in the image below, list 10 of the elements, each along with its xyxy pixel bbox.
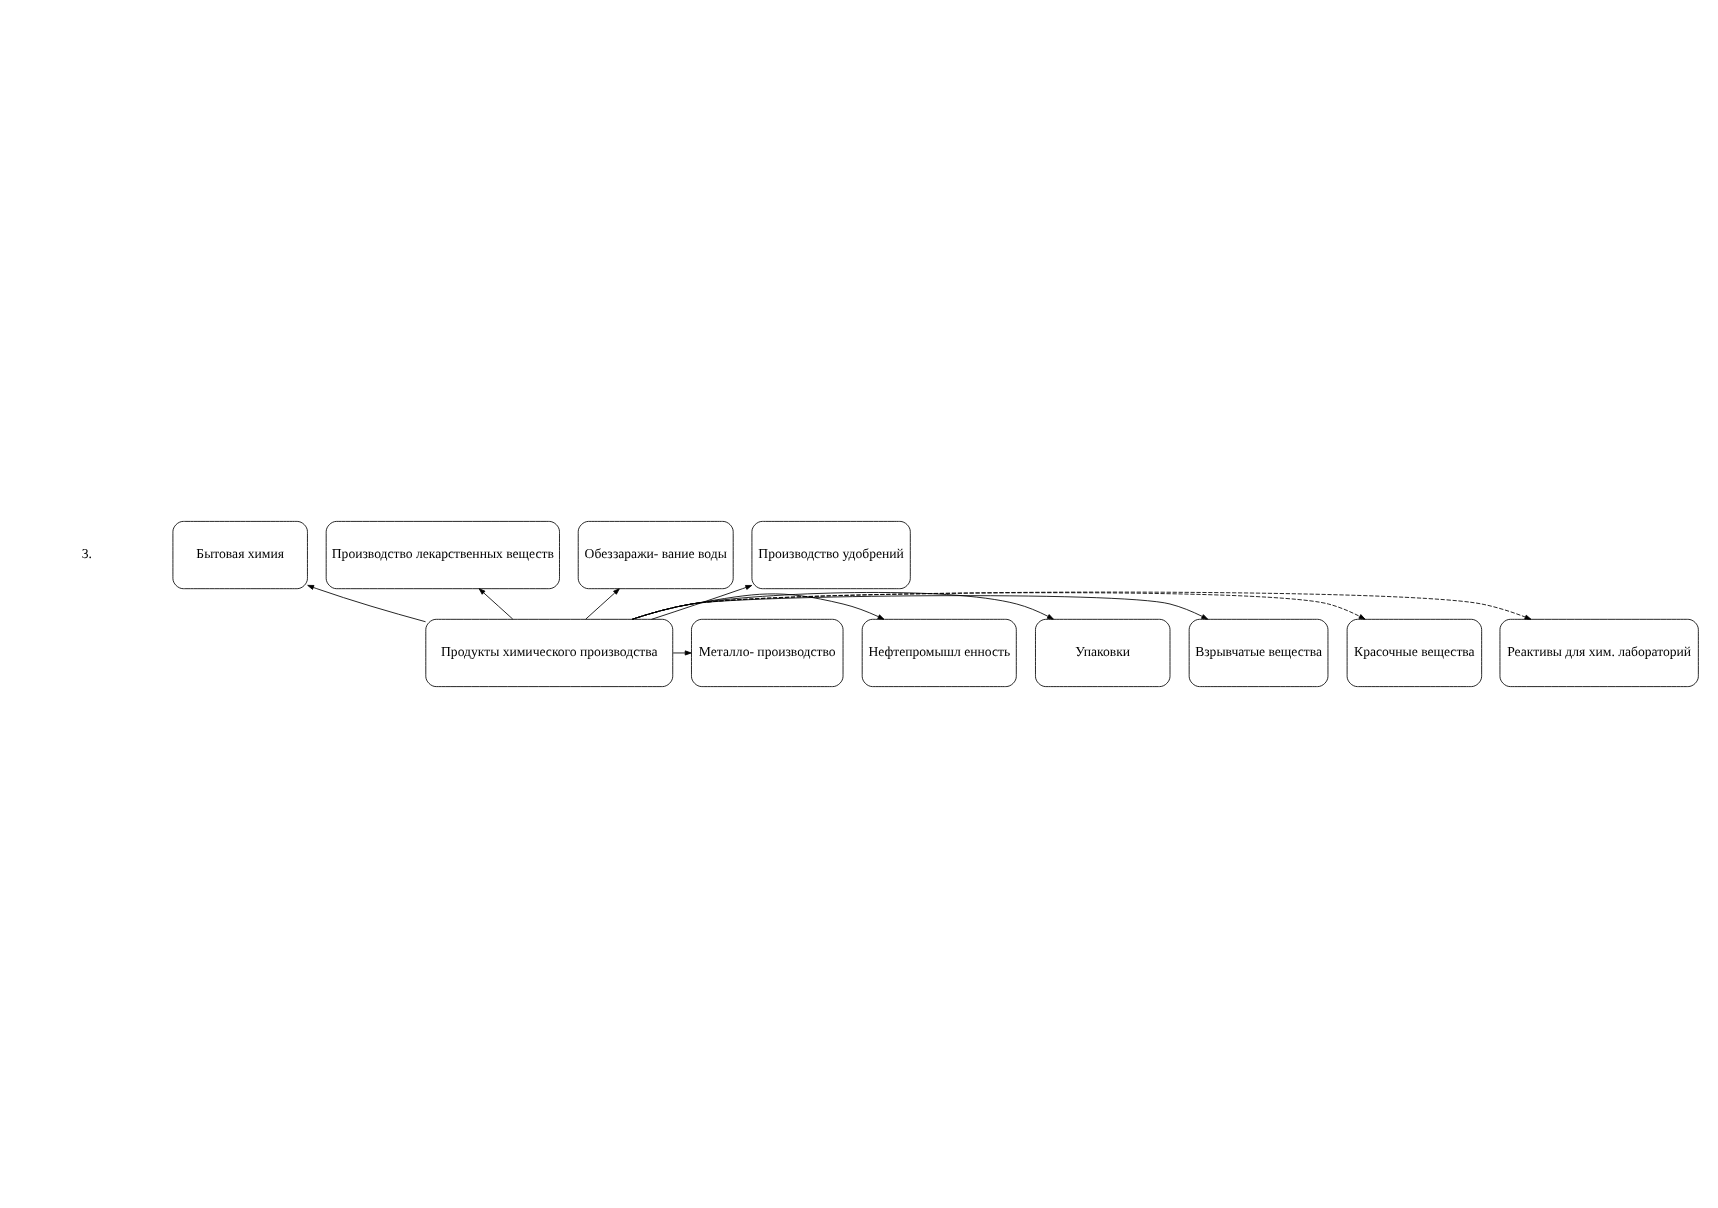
arrow [631,591,1532,620]
arrow [631,595,1209,620]
arrow [307,584,426,623]
arrow [672,650,692,656]
arrow [478,588,514,620]
arrow [631,592,1054,620]
arrow [631,593,885,620]
arrow [651,585,753,620]
arrow [585,588,620,620]
arrow [631,592,1366,620]
